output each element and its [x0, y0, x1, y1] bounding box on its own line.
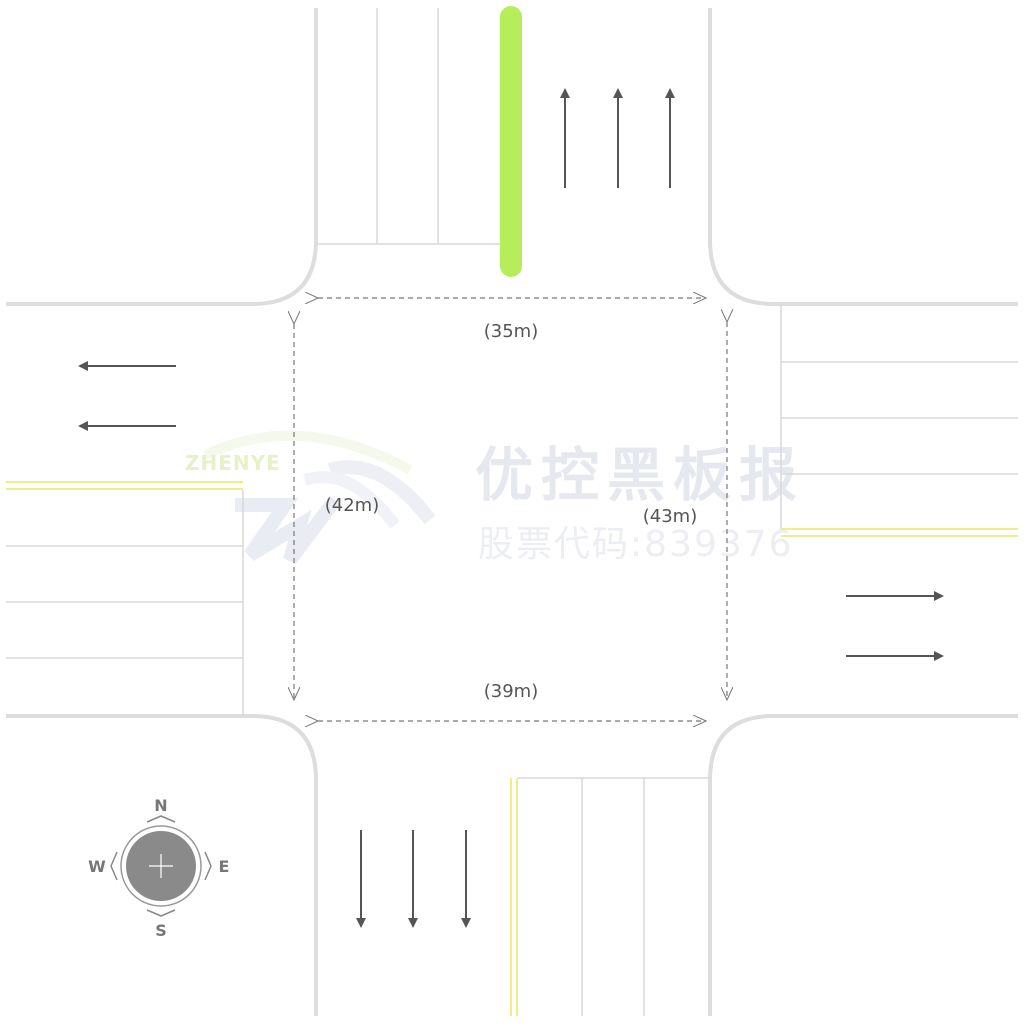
compass-east-label: E: [219, 857, 230, 876]
road-curbs: [6, 8, 1018, 1016]
compass-south-label: S: [155, 921, 167, 940]
watermark: ZHENYE 优控黑板报 股票代码:839376: [185, 430, 805, 565]
watermark-title: 优控黑板报: [475, 441, 805, 509]
curb-north-west: [6, 8, 318, 306]
lane-lines: [6, 8, 1018, 1016]
compass-west-label: W: [88, 857, 106, 876]
lane-arrows: [78, 88, 944, 928]
curb-south-west: [6, 714, 318, 1016]
watermark-subtitle: 股票代码:839376: [478, 524, 794, 565]
curb-south-east: [708, 714, 1018, 1016]
watermark-brand: ZHENYE: [185, 451, 281, 475]
median-highlight-bar: [500, 6, 522, 277]
curb-north-east: [708, 8, 1018, 306]
dimension-label-west: (42m): [325, 495, 379, 516]
dimension-label-east: (43m): [643, 506, 697, 527]
center-lines: [6, 481, 1018, 1016]
dimension-lines: [294, 298, 727, 721]
dimension-label-north: (35m): [484, 321, 538, 342]
compass-icon: N S W E: [88, 796, 229, 940]
compass-north-label: N: [154, 796, 167, 815]
dimension-label-south: (39m): [484, 681, 538, 702]
watermark-logo: [202, 430, 436, 565]
